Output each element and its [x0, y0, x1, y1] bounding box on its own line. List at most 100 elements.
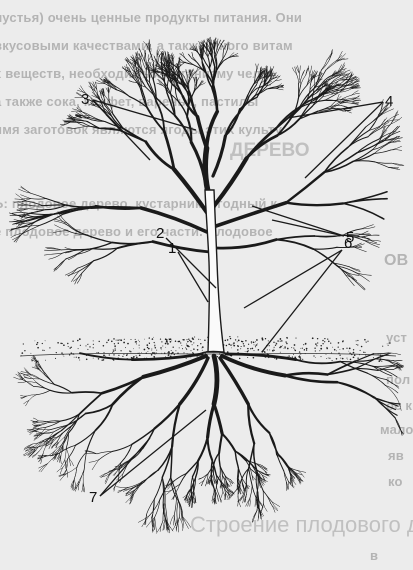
twig [68, 223, 86, 234]
twig [63, 459, 68, 468]
main-branch [222, 434, 235, 451]
soil-speck [147, 351, 148, 352]
soil-speck [238, 340, 240, 342]
main-branch [213, 136, 225, 176]
twig [308, 66, 309, 74]
soil-speck [342, 348, 344, 350]
soil-speck [306, 348, 308, 350]
soil-speck [285, 341, 286, 342]
main-branch [247, 136, 277, 159]
twig [343, 203, 384, 219]
soil-speck [167, 352, 168, 353]
twig [75, 126, 86, 128]
soil-speck [330, 342, 331, 343]
soil-speck [64, 356, 65, 357]
soil-speck [96, 352, 97, 353]
soil-speck [276, 343, 278, 345]
soil-speck [235, 339, 236, 340]
leader-line-7a [100, 438, 150, 496]
soil-speck [56, 352, 57, 353]
soil-speck [316, 345, 317, 346]
soil-speck [268, 340, 269, 341]
twig [31, 193, 46, 198]
soil-speck [30, 353, 31, 354]
twig [222, 492, 224, 498]
twig [367, 373, 385, 385]
soil-speck [353, 349, 354, 350]
soil-speck [253, 350, 254, 351]
soil-speck [168, 354, 170, 356]
soil-speck [340, 358, 341, 359]
soil-speck [253, 342, 255, 344]
soil-speck [267, 349, 268, 350]
soil-speck [106, 342, 107, 343]
twig [142, 60, 146, 70]
soil-speck [113, 359, 114, 360]
twig [250, 498, 251, 507]
soil-speck [357, 340, 358, 341]
soil-speck [61, 352, 62, 353]
twig [389, 353, 401, 355]
soil-speck [361, 346, 363, 348]
soil-speck [103, 345, 105, 347]
soil-speck [322, 340, 324, 342]
tree-crown [9, 37, 404, 290]
soil-speck [340, 349, 341, 350]
soil-speck [328, 341, 330, 343]
soil-speck [118, 355, 119, 356]
soil-speck [233, 342, 235, 344]
soil-speck [175, 350, 176, 351]
callout-number-4: 4 [385, 94, 393, 109]
soil-speck [240, 348, 241, 349]
twig [84, 452, 86, 469]
soil-speck [71, 347, 72, 348]
soil-speck [136, 357, 138, 359]
leader-line-6a [244, 250, 342, 308]
soil-speck [320, 345, 321, 346]
soil-speck [349, 348, 351, 350]
soil-speck [186, 349, 187, 350]
soil-speck [148, 348, 150, 350]
soil-speck [186, 339, 187, 340]
twig [66, 205, 96, 207]
twig [255, 498, 256, 507]
soil-speck [151, 349, 152, 350]
soil-speck [88, 344, 89, 345]
twig [85, 235, 112, 243]
soil-speck [113, 338, 115, 340]
callout-number-1: 1 [168, 241, 176, 256]
soil-speck [274, 350, 275, 351]
soil-speck [353, 352, 355, 354]
twig [343, 199, 387, 204]
soil-speck [67, 343, 68, 344]
soil-speck [294, 344, 296, 346]
soil-speck [135, 339, 136, 340]
twig [218, 40, 221, 47]
twig [174, 498, 176, 515]
twig [252, 486, 256, 498]
twig [39, 363, 45, 373]
soil-speck [190, 350, 191, 351]
soil-speck [127, 343, 129, 345]
main-branch [205, 148, 209, 196]
soil-speck [74, 357, 75, 358]
twig [307, 78, 313, 86]
soil-speck [173, 347, 174, 348]
twig [64, 469, 67, 475]
main-branch [296, 360, 340, 364]
soil-speck [277, 340, 279, 342]
twig [352, 91, 358, 95]
main-branch [207, 112, 218, 149]
soil-speck [103, 359, 105, 361]
soil-speck [77, 340, 79, 342]
soil-speck [188, 341, 189, 342]
twig [224, 44, 227, 50]
twig [391, 150, 402, 151]
soil-speck [178, 341, 180, 343]
twig [230, 53, 234, 57]
soil-speck [161, 341, 162, 342]
soil-speck [125, 347, 126, 348]
tree-trunk [205, 190, 224, 352]
soil-speck [193, 338, 194, 339]
twig [354, 247, 366, 252]
